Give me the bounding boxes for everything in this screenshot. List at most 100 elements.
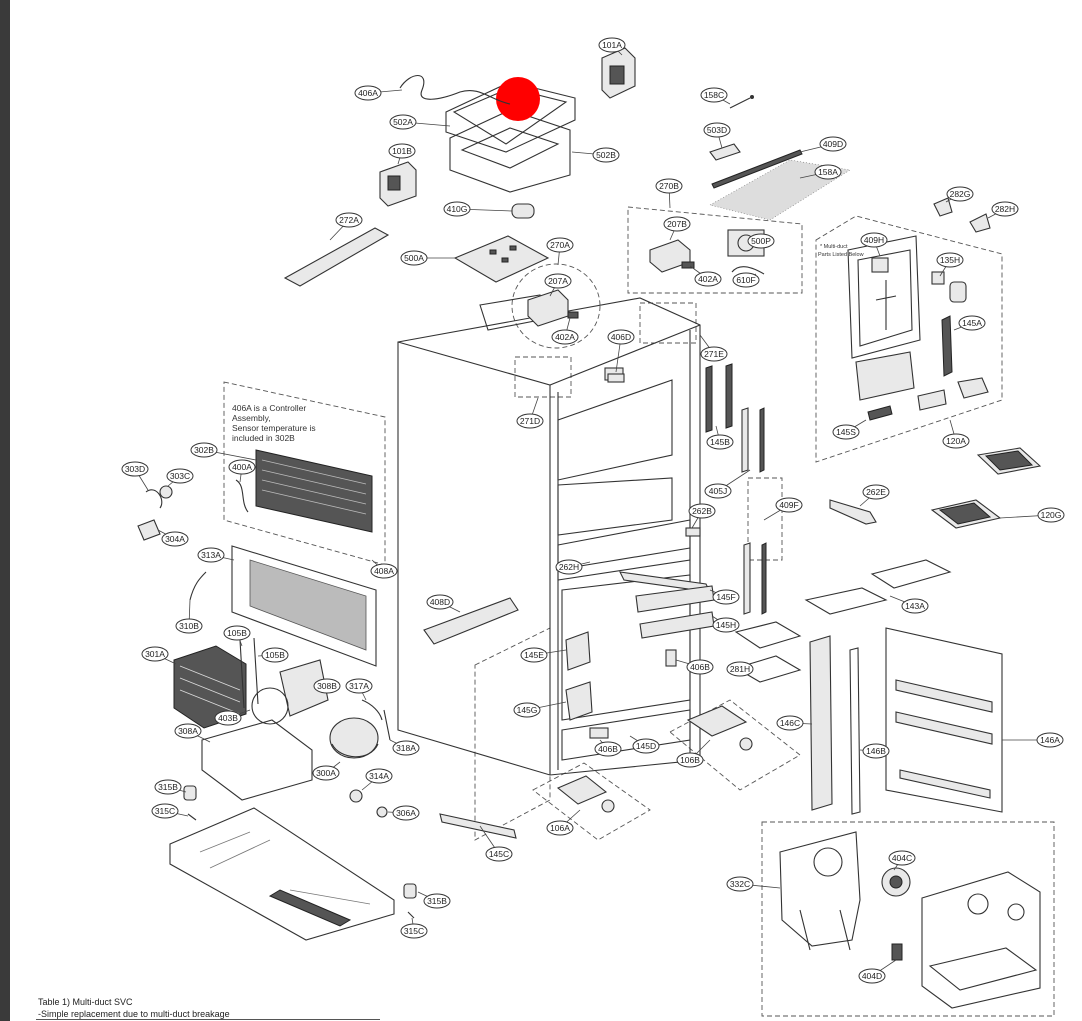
callout-text: 500A xyxy=(404,253,424,263)
part-314a xyxy=(349,789,363,803)
callout-ellipse xyxy=(686,659,714,675)
caption-subtitle: -Simple replacement due to multi-duct br… xyxy=(38,1009,230,1019)
callout-ellipse xyxy=(388,143,416,159)
callout-text: 145E xyxy=(524,650,544,660)
callout-label: 145S xyxy=(832,424,860,440)
callout-text: 502B xyxy=(596,150,616,160)
callout-label: 314A xyxy=(365,768,393,784)
callout-label: 406B xyxy=(594,741,622,757)
callout-label: 270B xyxy=(655,178,683,194)
callout-text: 610F xyxy=(736,275,755,285)
callout-ellipse xyxy=(161,531,189,547)
callout-label: 318A xyxy=(392,740,420,756)
callout-label: 406D xyxy=(607,329,635,345)
callout-text: 145S xyxy=(836,427,856,437)
part-404d xyxy=(891,943,903,961)
callout-ellipse xyxy=(121,461,149,477)
part-146c xyxy=(809,635,833,811)
callout-label: 146A xyxy=(1036,732,1064,748)
callout-ellipse xyxy=(663,216,691,232)
callout-text: 105B xyxy=(265,650,285,660)
multiduct-note-line-2: Parts Listed Below xyxy=(818,252,864,258)
part-406d xyxy=(607,373,625,383)
part-410g xyxy=(511,203,535,219)
callout-label: 146C xyxy=(776,715,804,731)
callout-label: 402A xyxy=(551,329,579,345)
callout-text: 145A xyxy=(962,318,982,328)
part-400a xyxy=(235,479,249,513)
callout-text: 158C xyxy=(704,90,724,100)
callout-text: 146B xyxy=(866,746,886,756)
callout-label: 404D xyxy=(858,968,886,984)
callout-ellipse xyxy=(544,273,572,289)
callout-text: 145H xyxy=(716,620,736,630)
callout-text: 400A xyxy=(232,462,252,472)
window-left-edge xyxy=(0,0,10,1021)
callout-label: 302B xyxy=(190,442,218,458)
callout-text: 145F xyxy=(716,592,735,602)
callout-ellipse xyxy=(214,710,242,726)
callout-text: 406D xyxy=(611,332,631,342)
callout-text: 500P xyxy=(751,236,771,246)
callout-ellipse xyxy=(888,850,916,866)
callout-ellipse xyxy=(555,559,583,575)
callout-label: 262E xyxy=(862,484,890,500)
part-315b-upper xyxy=(183,785,197,801)
callout-label: 158A xyxy=(814,164,842,180)
callout-ellipse xyxy=(520,647,548,663)
callout-text: 272A xyxy=(339,215,359,225)
callout-text: 403B xyxy=(218,713,238,723)
callout-label: 315B xyxy=(154,779,182,795)
callout-label: 300A xyxy=(312,765,340,781)
callout-text: 302B xyxy=(194,445,214,455)
callout-ellipse xyxy=(400,923,428,939)
callout-label: 403B xyxy=(214,710,242,726)
refrigerator-cabinet xyxy=(397,294,701,776)
callout-ellipse xyxy=(726,876,754,892)
callout-text: 409D xyxy=(823,139,843,149)
callout-label: 310B xyxy=(175,618,203,634)
callout-label: 315C xyxy=(151,803,179,819)
callout-text: 207A xyxy=(548,276,568,286)
part-402a-upper xyxy=(567,311,579,319)
callout-text: 409F xyxy=(779,500,798,510)
callout-ellipse xyxy=(154,779,182,795)
callout-text: 145B xyxy=(710,437,730,447)
callout-label: 145C xyxy=(485,846,513,862)
group-box-332c xyxy=(761,821,1055,1017)
part-406b-upper xyxy=(665,649,677,667)
multiduct-note-line-1: * Multi-duct xyxy=(820,244,848,250)
callout-text: 406B xyxy=(690,662,710,672)
machine-base-plate xyxy=(169,807,395,941)
callout-ellipse xyxy=(862,484,890,500)
caption-divider xyxy=(36,1019,380,1020)
part-409d xyxy=(711,149,803,189)
callout-label: 610F xyxy=(732,272,760,288)
callout-ellipse xyxy=(423,893,451,909)
group-box-106a xyxy=(532,762,651,841)
callout-ellipse xyxy=(726,661,754,677)
callout-label: 145E xyxy=(520,647,548,663)
part-308b xyxy=(279,659,329,717)
part-146a xyxy=(885,627,1003,813)
callout-text: 106B xyxy=(680,755,700,765)
caption: Table 1) Multi-duct SVC -Simple replacem… xyxy=(38,996,230,1020)
part-145e xyxy=(565,631,591,671)
group-box-271e xyxy=(639,302,697,344)
callout-label: 282G xyxy=(946,186,974,202)
part-315b-lower xyxy=(403,883,417,899)
callout-text: 503D xyxy=(707,125,727,135)
callout-label: 145H xyxy=(712,617,740,633)
callout-text: 270B xyxy=(659,181,679,191)
part-143a xyxy=(870,559,952,589)
callout-label: 282H xyxy=(991,201,1019,217)
callout-ellipse xyxy=(936,252,964,268)
top-cover-assembly xyxy=(445,77,576,193)
callout-ellipse xyxy=(443,201,471,217)
callout-ellipse xyxy=(516,413,544,429)
part-303 xyxy=(137,485,173,541)
callout-ellipse xyxy=(775,497,803,513)
callout-text: 303C xyxy=(170,471,190,481)
callout-label: 500A xyxy=(400,250,428,266)
callout-label: 145A xyxy=(958,315,986,331)
